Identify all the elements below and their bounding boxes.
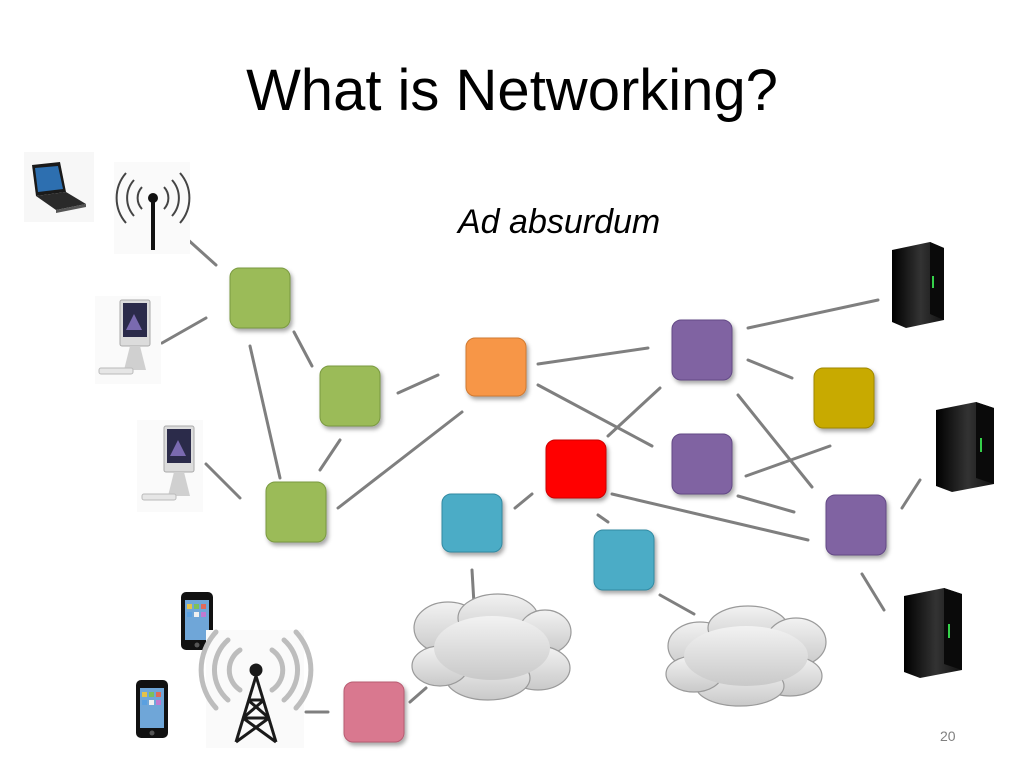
link [860, 572, 886, 612]
link [746, 298, 880, 330]
link [596, 513, 610, 524]
slide-title: What is Networking? [246, 58, 778, 123]
link [336, 410, 464, 510]
link [318, 438, 342, 472]
link [536, 383, 654, 448]
link [248, 344, 282, 480]
router-node-pink[interactable] [343, 681, 405, 743]
link [736, 393, 814, 489]
router-node-purple[interactable] [671, 319, 733, 381]
link [536, 346, 650, 366]
link [606, 386, 662, 438]
server-icon [904, 588, 962, 678]
router-node-purple[interactable] [825, 494, 887, 556]
smartphone-icon [136, 680, 168, 738]
link [744, 444, 832, 478]
server-icon [936, 402, 994, 492]
link [396, 373, 440, 395]
router-node-cyan[interactable] [593, 529, 655, 591]
link [900, 478, 922, 510]
nodes [229, 267, 887, 743]
cell-tower-icon [198, 629, 314, 748]
laptop-icon [24, 152, 94, 222]
imac-icon [137, 420, 203, 512]
router-node-red[interactable] [545, 439, 607, 499]
link [746, 358, 794, 380]
link [408, 686, 428, 704]
link [184, 236, 218, 267]
wifi-antenna-icon [114, 162, 191, 254]
imac-icon [95, 296, 161, 384]
link [610, 492, 810, 542]
page-number: 20 [940, 728, 956, 744]
link [736, 494, 796, 514]
router-node-green[interactable] [265, 481, 327, 543]
link [292, 330, 314, 368]
router-node-green[interactable] [229, 267, 291, 329]
link [204, 462, 242, 500]
router-node-purple[interactable] [671, 433, 733, 495]
router-node-orange[interactable] [465, 337, 527, 397]
link [513, 492, 534, 510]
slide-subtitle: Ad absurdum [458, 203, 661, 241]
router-node-olive[interactable] [813, 367, 875, 429]
link [160, 316, 208, 345]
cloud-icon [411, 593, 572, 701]
link [658, 593, 696, 616]
links [160, 236, 922, 714]
router-node-cyan[interactable] [441, 493, 503, 553]
smartphone-icon [181, 592, 213, 650]
server-icon [892, 242, 944, 328]
cloud-icon [665, 605, 827, 707]
router-node-green[interactable] [319, 365, 381, 427]
